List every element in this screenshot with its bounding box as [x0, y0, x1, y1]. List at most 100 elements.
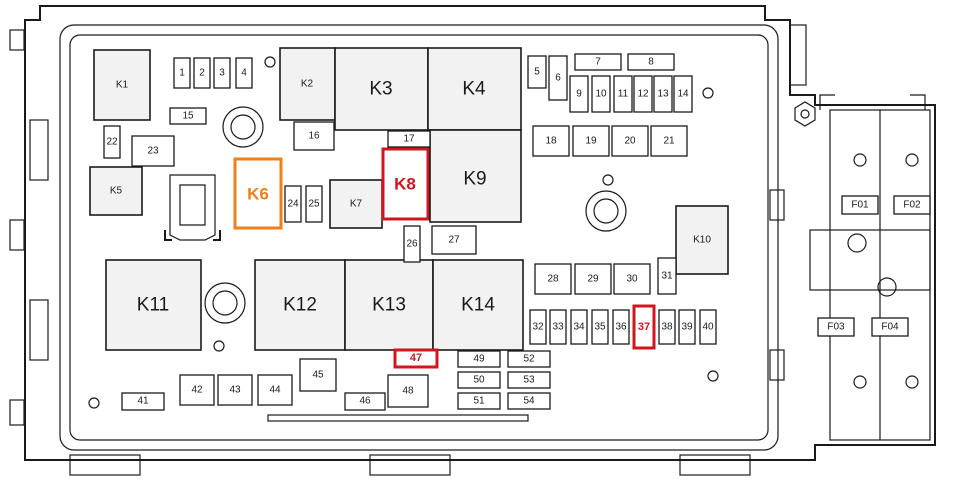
fuse-21: 21: [650, 125, 688, 157]
svg-text:20: 20: [624, 136, 636, 147]
stud-bolt: [794, 101, 816, 127]
svg-text:K4: K4: [462, 79, 486, 100]
bolt-icon: [847, 233, 867, 253]
fuse-15: 15: [169, 107, 207, 125]
svg-text:F03: F03: [827, 322, 845, 333]
svg-text:53: 53: [523, 375, 535, 386]
fuse-19: 19: [572, 125, 610, 157]
maxi-fuse-f02: F02: [893, 195, 931, 215]
svg-text:38: 38: [661, 322, 673, 333]
svg-text:35: 35: [594, 322, 606, 333]
fuse-31: 31: [657, 257, 677, 295]
top-clip: [769, 24, 807, 381]
svg-text:54: 54: [523, 396, 535, 407]
relay-k12: K12: [254, 259, 346, 351]
svg-text:23: 23: [147, 146, 159, 157]
fuse-4: 4: [235, 57, 253, 89]
svg-text:25: 25: [308, 199, 320, 210]
fuse-38: 38: [658, 309, 676, 345]
svg-text:39: 39: [681, 322, 693, 333]
svg-text:27: 27: [448, 235, 460, 246]
fuse-39: 39: [678, 309, 696, 345]
fuse-42: 42: [179, 374, 215, 406]
svg-text:3: 3: [219, 68, 225, 79]
fuse-29: 29: [574, 263, 612, 295]
svg-text:6: 6: [555, 73, 561, 84]
fuse-46: 46: [344, 392, 386, 411]
relay-k2: K2: [279, 47, 336, 121]
svg-text:47: 47: [410, 352, 422, 364]
svg-text:30: 30: [626, 274, 638, 285]
svg-text:49: 49: [473, 354, 485, 365]
svg-text:50: 50: [473, 375, 485, 386]
svg-text:11: 11: [618, 89, 629, 100]
svg-text:43: 43: [229, 385, 241, 396]
svg-text:19: 19: [585, 136, 597, 147]
svg-text:F02: F02: [903, 200, 921, 211]
svg-text:21: 21: [663, 136, 675, 147]
maxi-fuse-f03: F03: [817, 317, 855, 337]
relay-k10: K10: [675, 205, 729, 275]
fuse-40: 40: [699, 309, 717, 345]
fuse-30: 30: [613, 263, 651, 295]
relay-k14: K14: [432, 259, 524, 351]
svg-text:4: 4: [241, 68, 247, 79]
left-clips: [9, 29, 49, 426]
fuse-53: 53: [507, 371, 551, 389]
fuse-47: 47: [393, 348, 439, 369]
fuse-11: 11: [613, 75, 633, 113]
fuse-51: 51: [457, 392, 501, 410]
svg-text:K6: K6: [247, 185, 269, 204]
svg-text:41: 41: [137, 396, 149, 407]
fuse-13: 13: [653, 75, 673, 113]
svg-text:44: 44: [269, 385, 281, 396]
fuse-24: 24: [284, 185, 302, 223]
relay-k13: K13: [344, 259, 434, 351]
relay-k6: K6: [233, 157, 283, 230]
svg-text:10: 10: [595, 89, 607, 100]
svg-text:17: 17: [403, 134, 415, 145]
fuse-28: 28: [534, 263, 572, 295]
relay-k11: K11: [105, 259, 202, 351]
connector-latch: [164, 174, 221, 241]
fuse-34: 34: [570, 309, 588, 345]
fuse-32: 32: [529, 309, 547, 345]
fuse-35: 35: [591, 309, 609, 345]
maxi-fuse-module: [809, 94, 931, 441]
svg-text:26: 26: [406, 239, 418, 250]
relay-k1: K1: [93, 49, 151, 121]
svg-text:F04: F04: [881, 322, 899, 333]
svg-text:33: 33: [552, 322, 564, 333]
svg-text:K7: K7: [350, 199, 363, 210]
svg-text:13: 13: [657, 89, 669, 100]
fuse-8: 8: [627, 53, 675, 71]
svg-text:46: 46: [359, 396, 371, 407]
fuse-48: 48: [387, 374, 429, 408]
svg-text:36: 36: [615, 322, 627, 333]
svg-text:K12: K12: [283, 295, 317, 316]
fuse-20: 20: [611, 125, 649, 157]
relay-k9: K9: [429, 129, 522, 223]
svg-text:K2: K2: [301, 79, 314, 90]
fuse-17: 17: [387, 130, 431, 148]
bolt-icon: [222, 106, 264, 148]
svg-text:31: 31: [661, 271, 673, 282]
svg-text:40: 40: [702, 322, 714, 333]
svg-text:37: 37: [638, 321, 650, 333]
svg-text:34: 34: [573, 322, 585, 333]
relay-k7: K7: [329, 179, 383, 229]
fuse-6: 6: [548, 55, 568, 101]
fuse-36: 36: [612, 309, 630, 345]
bottom-rail: [267, 414, 529, 422]
fuse-54: 54: [507, 392, 551, 410]
svg-text:K3: K3: [369, 79, 392, 100]
svg-text:9: 9: [576, 89, 582, 100]
relay-k4: K4: [427, 47, 522, 131]
svg-text:K11: K11: [137, 295, 169, 316]
svg-text:K9: K9: [463, 169, 486, 190]
svg-text:51: 51: [473, 396, 485, 407]
svg-text:12: 12: [637, 89, 649, 100]
fuse-10: 10: [591, 75, 611, 113]
fuse-44: 44: [257, 374, 293, 406]
